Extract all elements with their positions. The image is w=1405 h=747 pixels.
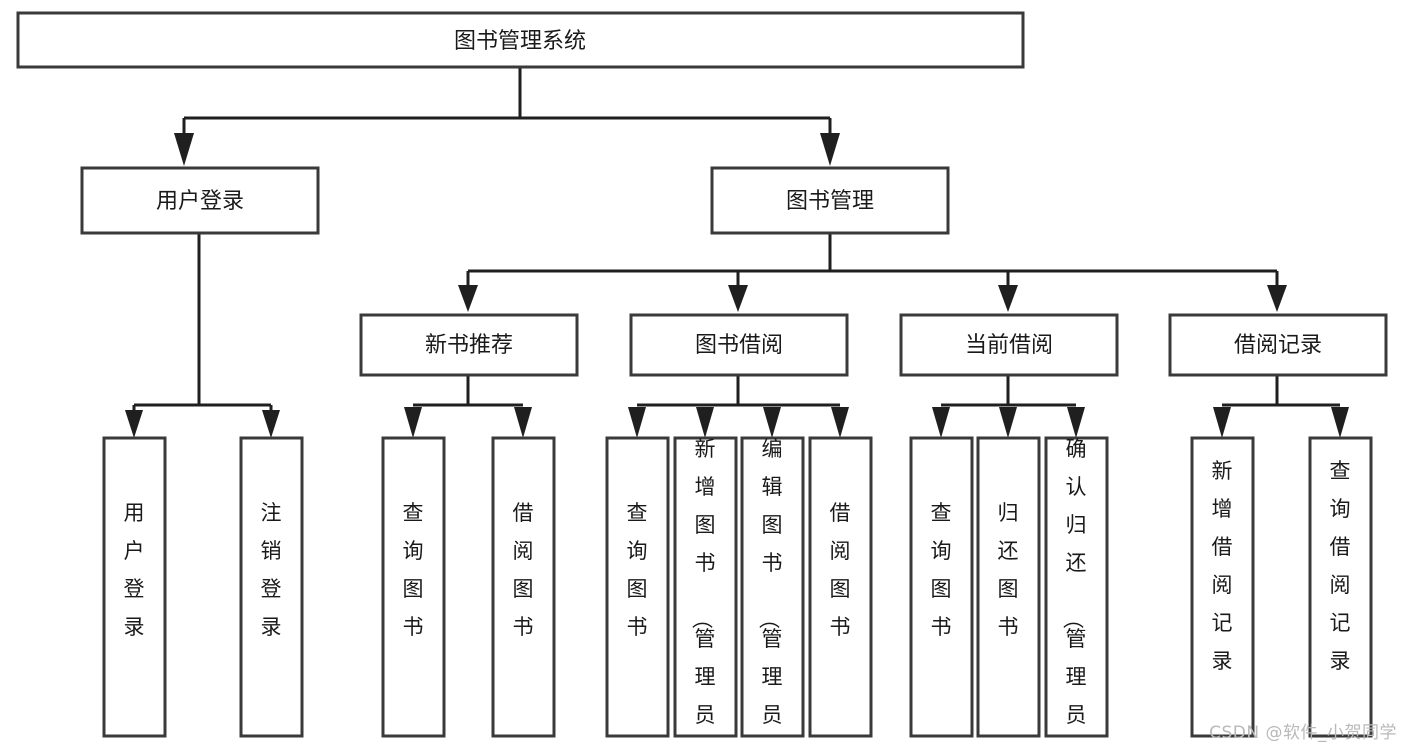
arrowhead-leaf-user-login	[125, 410, 143, 438]
leaf-query-book-2[interactable]: 查询图书	[605, 436, 670, 738]
node-root-box[interactable]	[16, 11, 1025, 69]
leaf-query-record[interactable]: 查询借阅记录	[1308, 436, 1373, 738]
node-user-login-box[interactable]	[80, 166, 320, 235]
leaf-borrow-book-2[interactable]: 借阅图书	[808, 436, 873, 738]
leaf-add-book-label: 新增图书（管理员）	[690, 437, 716, 747]
leaf-user-login-box[interactable]	[102, 436, 167, 738]
leaf-add-record-box[interactable]	[1190, 436, 1255, 738]
leaf-add-book[interactable]: 新增图书（管理员）	[673, 436, 738, 747]
leaf-logout-label: 注销登录	[261, 501, 282, 639]
arrowhead-user-login	[174, 133, 194, 166]
leaf-edit-book-box[interactable]	[740, 436, 805, 738]
node-book-borrow-box[interactable]	[629, 313, 849, 377]
node-book-manage[interactable]: 图书管理	[710, 166, 950, 235]
arrowhead-leaf-query-book-2	[628, 407, 646, 438]
leaf-borrow-book-1-label: 借阅图书	[513, 501, 534, 639]
arrowhead-leaf-edit-book	[763, 407, 781, 438]
leaf-query-book-1-box[interactable]	[381, 436, 446, 738]
leaf-logout-box[interactable]	[239, 436, 304, 738]
leaf-edit-book[interactable]: 编辑图书（管理员）	[740, 436, 805, 747]
leaf-return-book[interactable]: 归还图书	[976, 436, 1041, 738]
node-user-login[interactable]: 用户登录	[80, 166, 320, 235]
leaf-query-book-3-label: 查询图书	[931, 501, 952, 639]
connector-layer	[125, 67, 1349, 438]
leaf-borrow-book-1[interactable]: 借阅图书	[491, 436, 556, 738]
leaf-query-record-label: 查询借阅记录	[1330, 459, 1351, 673]
node-borrow-record-label: 借阅记录	[1234, 333, 1322, 358]
leaf-user-login-label: 用户登录	[124, 501, 145, 639]
node-root[interactable]: 图书管理系统	[16, 11, 1025, 69]
arrowhead-leaf-query-book-1	[404, 407, 422, 438]
leaf-query-book-3-box[interactable]	[909, 436, 974, 738]
arrowhead-currentborrow	[998, 285, 1018, 312]
leaf-query-record-box[interactable]	[1308, 436, 1373, 738]
leaf-return-book-box[interactable]	[976, 436, 1041, 738]
node-borrow-record[interactable]: 借阅记录	[1168, 313, 1388, 377]
arrowhead-leaf-logout	[262, 410, 280, 438]
arrowhead-borrowrecord	[1267, 285, 1287, 312]
arrowhead-leaf-borrow-book-1	[514, 407, 532, 438]
node-new-book-rec-box[interactable]	[359, 313, 579, 377]
arrowhead-leaf-return-book	[999, 407, 1017, 438]
leaf-confirm-return-box[interactable]	[1044, 436, 1109, 738]
leaf-borrow-book-2-label: 借阅图书	[830, 501, 851, 639]
node-user-login-label: 用户登录	[156, 189, 244, 214]
arrowhead-book-manage	[820, 133, 840, 166]
arrowhead-bookborrow	[728, 285, 748, 312]
node-borrow-record-box[interactable]	[1168, 313, 1388, 377]
leaf-add-book-box[interactable]	[673, 436, 738, 738]
node-current-borrow[interactable]: 当前借阅	[899, 313, 1119, 377]
arrowhead-newbook	[458, 285, 478, 312]
node-book-manage-label: 图书管理	[786, 189, 874, 214]
arrowhead-leaf-add-record	[1213, 407, 1231, 438]
leaf-logout[interactable]: 注销登录	[239, 436, 304, 738]
leaf-query-book-2-box[interactable]	[605, 436, 670, 738]
arrowhead-leaf-query-book-3	[932, 407, 950, 438]
leaf-query-book-1[interactable]: 查询图书	[381, 436, 446, 738]
leaf-borrow-book-1-box[interactable]	[491, 436, 556, 738]
leaf-query-book-2-label: 查询图书	[627, 501, 648, 639]
leaf-query-book-3[interactable]: 查询图书	[909, 436, 974, 738]
node-current-borrow-box[interactable]	[899, 313, 1119, 377]
arrowhead-leaf-confirm-return	[1067, 407, 1085, 438]
leaf-borrow-book-2-box[interactable]	[808, 436, 873, 738]
leaf-query-book-1-label: 查询图书	[403, 501, 424, 639]
leaf-add-record[interactable]: 新增借阅记录	[1190, 436, 1255, 738]
leaf-edit-book-label: 编辑图书（管理员）	[757, 437, 783, 747]
node-book-borrow[interactable]: 图书借阅	[629, 313, 849, 377]
node-root-label: 图书管理系统	[454, 29, 586, 54]
arrowhead-leaf-borrow-book-2	[831, 407, 849, 438]
node-new-book-rec[interactable]: 新书推荐	[359, 313, 579, 377]
node-new-book-rec-label: 新书推荐	[425, 333, 513, 358]
leaf-confirm-return[interactable]: 确认归还（管理员）	[1044, 436, 1109, 747]
arrowhead-leaf-add-book	[696, 407, 714, 438]
node-book-manage-box[interactable]	[710, 166, 950, 235]
leaf-add-record-label: 新增借阅记录	[1212, 459, 1233, 673]
node-book-borrow-label: 图书借阅	[695, 333, 783, 358]
node-current-borrow-label: 当前借阅	[965, 333, 1053, 358]
leaf-user-login[interactable]: 用户登录	[102, 436, 167, 738]
leaf-confirm-return-label: 确认归还（管理员）	[1061, 437, 1087, 747]
leaf-return-book-label: 归还图书	[998, 501, 1019, 639]
arrowhead-leaf-query-record	[1331, 407, 1349, 438]
